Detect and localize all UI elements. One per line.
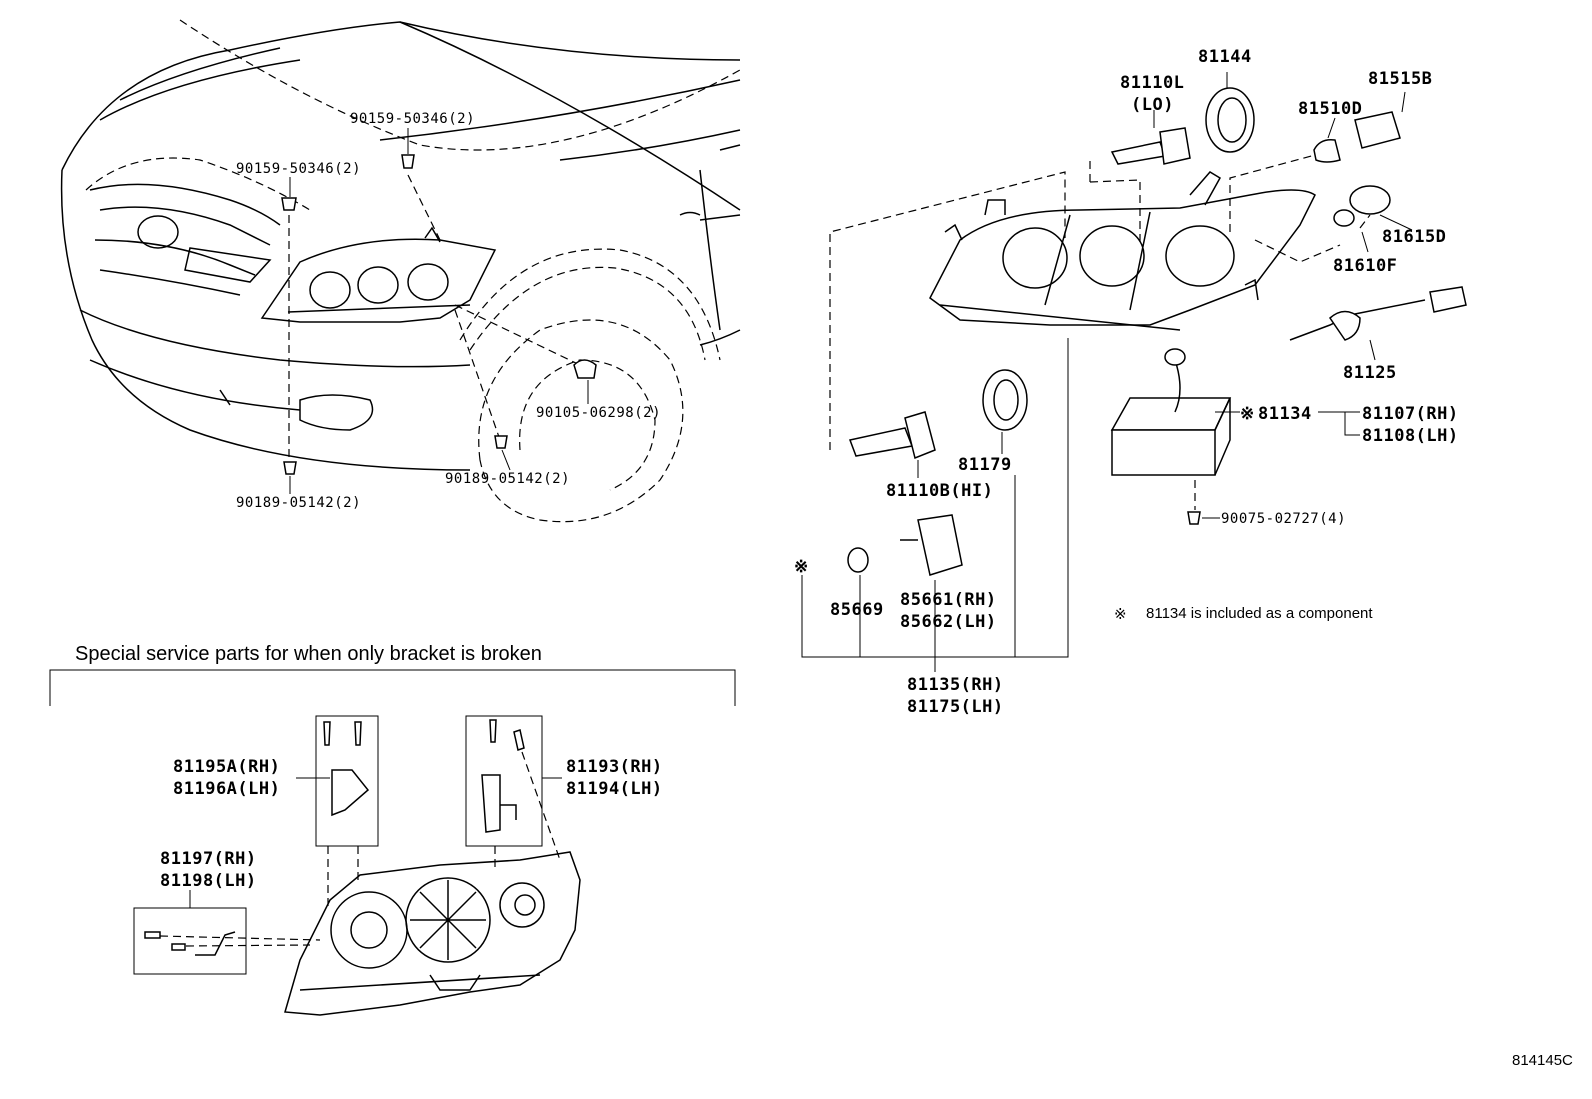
label-81135-rh: 81135(RH) [907, 675, 1004, 695]
bracket-section-illustration [49, 669, 736, 1016]
label-81134-mark: ※ [1240, 404, 1255, 424]
label-81108-lh: 81108(LH) [1362, 426, 1459, 446]
label-81194-lh: 81194(LH) [566, 779, 663, 799]
label-85669: 85669 [830, 600, 884, 620]
label-90189-05142-right: 90189-05142(2) [445, 471, 571, 487]
bracket-section-title: Special service parts for when only brac… [75, 643, 542, 665]
label-81110l: 81110L [1120, 73, 1185, 93]
note-mark: ※ [1114, 606, 1127, 623]
label-81144: 81144 [1198, 47, 1252, 67]
label-81615d: 81615D [1382, 227, 1447, 247]
figure-code: 814145C [1512, 1052, 1573, 1069]
label-81197-rh: 81197(RH) [160, 849, 257, 869]
label-81179: 81179 [958, 455, 1012, 475]
label-85661-rh: 85661(RH) [900, 590, 997, 610]
label-90159-50346-upper-left: 90159-50346(2) [236, 161, 362, 177]
ref-mark-symbol: ※ [794, 557, 809, 577]
label-81198-lh: 81198(LH) [160, 871, 257, 891]
label-81510d: 81510D [1298, 99, 1363, 119]
note-text: 81134 is included as a component [1146, 605, 1373, 622]
label-85662-lh: 85662(LH) [900, 612, 997, 632]
label-90159-50346-upper-right: 90159-50346(2) [350, 111, 476, 127]
label-90075-02727: 90075-02727(4) [1221, 511, 1347, 527]
label-90105-06298: 90105-06298(2) [536, 405, 662, 421]
label-81125: 81125 [1343, 363, 1397, 383]
label-81107-rh: 81107(RH) [1362, 404, 1459, 424]
car-front-illustration [60, 19, 741, 523]
label-81134: 81134 [1258, 404, 1312, 424]
label-81195a-rh: 81195A(RH) [173, 757, 281, 777]
label-81110b-hi: 81110B(HI) [886, 481, 994, 501]
label-81175-lh: 81175(LH) [907, 697, 1004, 717]
label-81196a-lh: 81196A(LH) [173, 779, 281, 799]
label-81193-rh: 81193(RH) [566, 757, 663, 777]
label-81110l-lo: (LO) [1131, 95, 1174, 115]
label-81515b: 81515B [1368, 69, 1433, 89]
label-90189-05142-left: 90189-05142(2) [236, 495, 362, 511]
label-81610f: 81610F [1333, 256, 1398, 276]
headlamp-exploded-illustration [801, 72, 1467, 672]
